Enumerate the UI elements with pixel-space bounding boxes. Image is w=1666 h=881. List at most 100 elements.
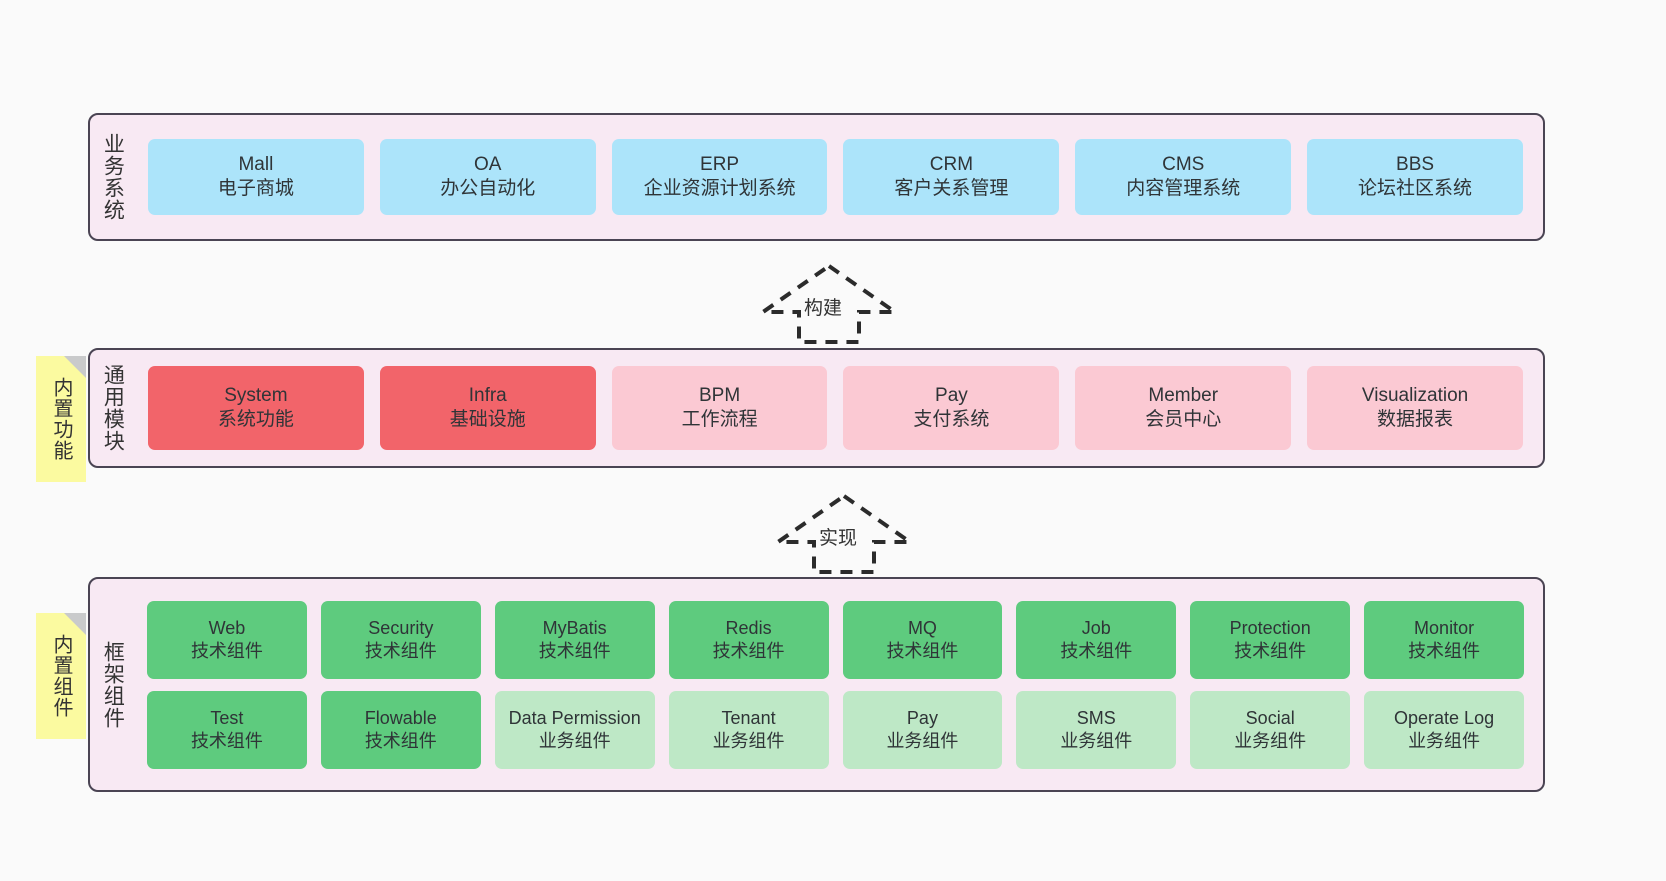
card-subtitle: 技术组件 bbox=[364, 730, 437, 751]
card-oa[interactable]: OA 办公自动化 bbox=[379, 139, 596, 215]
card-member[interactable]: Member 会员中心 bbox=[1075, 366, 1292, 450]
card-subtitle: 技术组件 bbox=[364, 640, 437, 661]
card-title: Test bbox=[210, 707, 244, 728]
card-title: Security bbox=[368, 617, 434, 638]
card-subtitle: 客户关系管理 bbox=[894, 178, 1009, 199]
card-subtitle: 支付系统 bbox=[913, 409, 990, 430]
card-title: Flowable bbox=[364, 707, 437, 728]
arrow-implement-shape bbox=[771, 493, 917, 574]
card-web[interactable]: Web 技术组件 bbox=[147, 600, 307, 679]
card-operate-log[interactable]: Operate Log 业务组件 bbox=[1364, 690, 1524, 769]
card-redis[interactable]: Redis 技术组件 bbox=[668, 600, 829, 679]
card-title: OA bbox=[474, 154, 502, 176]
card-erp[interactable]: ERP 企业资源计划系统 bbox=[611, 139, 828, 215]
card-security[interactable]: Security 技术组件 bbox=[320, 600, 481, 679]
card-subtitle: 业务组件 bbox=[886, 730, 959, 751]
card-flowable[interactable]: Flowable 技术组件 bbox=[320, 690, 481, 769]
card-title: BBS bbox=[1396, 154, 1435, 176]
card-row-framework-tech: Web 技术组件 Security 技术组件 MyBatis 技术组件 Redi… bbox=[140, 600, 1531, 679]
layer-label-business: 业务系统 bbox=[101, 133, 125, 221]
card-subtitle: 基础设施 bbox=[449, 409, 526, 430]
card-monitor[interactable]: Monitor 技术组件 bbox=[1364, 600, 1524, 679]
card-row-common: System 系统功能 Infra 基础设施 BPM 工作流程 Pay 支付系统… bbox=[140, 366, 1531, 450]
card-subtitle: 系统功能 bbox=[217, 409, 294, 430]
card-mall[interactable]: Mall 电子商城 bbox=[148, 139, 364, 215]
sticky-note-builtin-components: 内置组件 bbox=[36, 613, 86, 739]
card-subtitle: 技术组件 bbox=[190, 640, 263, 661]
card-title: Monitor bbox=[1414, 617, 1475, 638]
card-title: Social bbox=[1245, 707, 1295, 728]
card-title: Web bbox=[208, 617, 246, 638]
arrow-build-label: 构建 bbox=[804, 298, 843, 319]
card-subtitle: 技术组件 bbox=[1060, 640, 1133, 661]
layer-body-framework: Web 技术组件 Security 技术组件 MyBatis 技术组件 Redi… bbox=[134, 579, 1543, 790]
card-title: Operate Log bbox=[1394, 707, 1495, 728]
arrow-build-shape bbox=[756, 263, 902, 344]
card-cms[interactable]: CMS 内容管理系统 bbox=[1075, 139, 1292, 215]
card-title: Protection bbox=[1229, 617, 1311, 638]
arrow-implement: 实现 bbox=[771, 492, 917, 574]
card-test[interactable]: Test 技术组件 bbox=[147, 690, 307, 769]
card-bbs[interactable]: BBS 论坛社区系统 bbox=[1307, 139, 1523, 215]
card-job[interactable]: Job 技术组件 bbox=[1016, 600, 1177, 679]
card-subtitle: 数据报表 bbox=[1377, 409, 1454, 430]
sticky-fold-icon bbox=[64, 356, 86, 378]
layer-label-framework: 框架组件 bbox=[101, 640, 125, 729]
card-title: Infra bbox=[468, 385, 507, 407]
card-subtitle: 工作流程 bbox=[681, 409, 758, 430]
card-subtitle: 会员中心 bbox=[1145, 409, 1222, 430]
card-system[interactable]: System 系统功能 bbox=[148, 366, 364, 450]
card-subtitle: 技术组件 bbox=[712, 640, 785, 661]
card-pay-component[interactable]: Pay 业务组件 bbox=[842, 690, 1003, 769]
layer-common-modules[interactable]: 通用模块 System 系统功能 Infra 基础设施 BPM 工作流程 Pay… bbox=[88, 348, 1545, 468]
card-subtitle: 业务组件 bbox=[1408, 730, 1481, 751]
card-title: Mall bbox=[238, 154, 274, 176]
card-subtitle: 内容管理系统 bbox=[1126, 178, 1241, 199]
card-title: Member bbox=[1148, 385, 1219, 407]
card-subtitle: 办公自动化 bbox=[440, 178, 536, 199]
card-visualization[interactable]: Visualization 数据报表 bbox=[1307, 366, 1523, 450]
card-mq[interactable]: MQ 技术组件 bbox=[842, 600, 1003, 679]
card-subtitle: 技术组件 bbox=[190, 730, 263, 751]
card-subtitle: 技术组件 bbox=[538, 640, 611, 661]
card-tenant[interactable]: Tenant 业务组件 bbox=[668, 690, 829, 769]
card-protection[interactable]: Protection 技术组件 bbox=[1190, 600, 1351, 679]
layer-framework-components[interactable]: 框架组件 Web 技术组件 Security 技术组件 MyBatis 技术组件… bbox=[88, 577, 1545, 792]
card-subtitle: 技术组件 bbox=[1234, 640, 1307, 661]
layer-body-common: System 系统功能 Infra 基础设施 BPM 工作流程 Pay 支付系统… bbox=[134, 350, 1543, 466]
card-crm[interactable]: CRM 客户关系管理 bbox=[843, 139, 1060, 215]
card-title: Redis bbox=[725, 617, 772, 638]
card-row-framework-business: Test 技术组件 Flowable 技术组件 Data Permission … bbox=[140, 690, 1531, 769]
card-subtitle: 论坛社区系统 bbox=[1358, 178, 1473, 199]
card-data-permission[interactable]: Data Permission 业务组件 bbox=[494, 690, 655, 769]
sticky-note-text: 内置功能 bbox=[50, 377, 72, 461]
card-title: ERP bbox=[700, 154, 740, 176]
card-subtitle: 技术组件 bbox=[886, 640, 959, 661]
card-subtitle: 技术组件 bbox=[1408, 640, 1481, 661]
card-title: CRM bbox=[929, 154, 974, 176]
card-title: SMS bbox=[1076, 707, 1116, 728]
card-title: CMS bbox=[1162, 154, 1205, 176]
card-title: Visualization bbox=[1361, 385, 1469, 407]
card-subtitle: 电子商城 bbox=[217, 178, 294, 199]
card-bpm[interactable]: BPM 工作流程 bbox=[611, 366, 828, 450]
card-pay-module[interactable]: Pay 支付系统 bbox=[843, 366, 1060, 450]
layer-label-common: 通用模块 bbox=[101, 364, 125, 452]
card-mybatis[interactable]: MyBatis 技术组件 bbox=[494, 600, 655, 679]
layer-body-business: Mall 电子商城 OA 办公自动化 ERP 企业资源计划系统 CRM 客户关系… bbox=[134, 115, 1543, 239]
layer-business-systems[interactable]: 业务系统 Mall 电子商城 OA 办公自动化 ERP 企业资源计划系统 CRM… bbox=[88, 113, 1545, 241]
card-title: MyBatis bbox=[542, 617, 607, 638]
card-title: Pay bbox=[906, 707, 938, 728]
card-subtitle: 业务组件 bbox=[1060, 730, 1133, 751]
card-infra[interactable]: Infra 基础设施 bbox=[379, 366, 596, 450]
card-subtitle: 业务组件 bbox=[538, 730, 611, 751]
card-title: Pay bbox=[935, 385, 968, 407]
sticky-fold-icon bbox=[64, 613, 86, 635]
card-sms[interactable]: SMS 业务组件 bbox=[1016, 690, 1177, 769]
card-title: Data Permission bbox=[508, 707, 641, 728]
card-social[interactable]: Social 业务组件 bbox=[1190, 690, 1351, 769]
arrow-build: 构建 bbox=[756, 262, 902, 344]
card-title: Job bbox=[1081, 617, 1111, 638]
card-subtitle: 企业资源计划系统 bbox=[643, 178, 796, 199]
